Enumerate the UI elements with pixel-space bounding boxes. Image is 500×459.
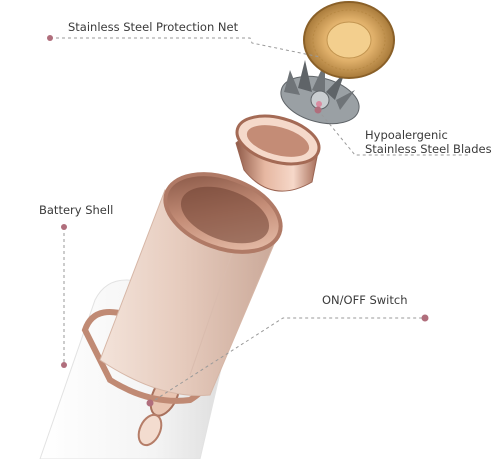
protection-net-graphic [303, 1, 395, 79]
dot-switch-end [421, 314, 429, 322]
leader-dots [47, 35, 429, 407]
leader-lines [50, 37, 470, 404]
dot-battery-bottom [61, 362, 67, 368]
blades-label-line2: Stainless Steel Blades [365, 142, 492, 156]
dot-protection-net [47, 35, 53, 41]
battery-shell-label: Battery Shell [39, 203, 114, 217]
battery-shell-graphic [99, 172, 283, 397]
leader-on-off-switch [149, 317, 425, 404]
leader-protection-net [50, 37, 321, 58]
on-off-switch-label: ON/OFF Switch [322, 293, 408, 307]
rose-gold-ring-graphic [235, 114, 321, 192]
leader-blades [317, 109, 470, 156]
dot-blades [314, 106, 322, 114]
protection-net-label: Stainless Steel Protection Net [68, 20, 239, 34]
dot-switch [146, 399, 154, 407]
blades-label: Hypoalergenic Stainless Steel Blades [365, 128, 492, 156]
stainless-blades-graphic [280, 60, 360, 125]
blades-label-line1: Hypoalergenic [365, 128, 448, 142]
dot-battery-top [61, 224, 67, 230]
